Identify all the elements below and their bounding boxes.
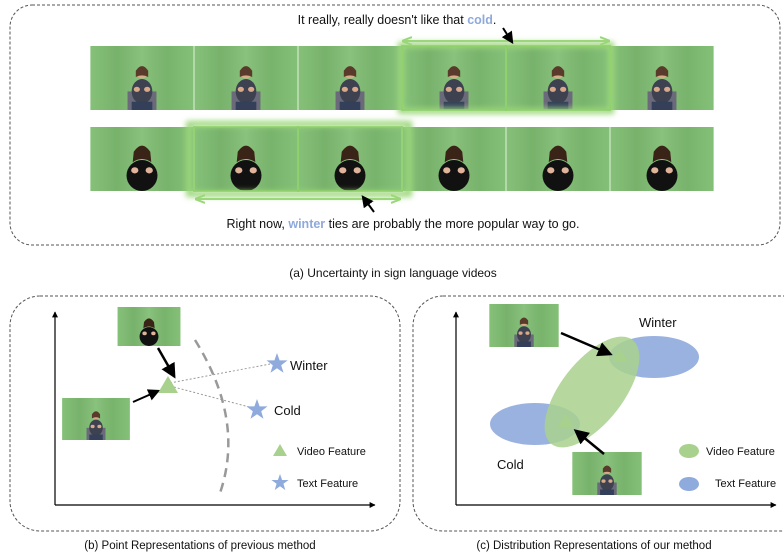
pointer-arrow	[560, 331, 613, 357]
panel-c-border	[412, 295, 784, 532]
legend-video-triangle-icon	[273, 444, 287, 456]
legend-text-label: Text Feature	[715, 478, 776, 490]
decision-boundary	[193, 339, 230, 494]
pointer-arrow-top	[501, 27, 514, 45]
panel-a-label: (a) Uncertainty in sign language videos	[289, 266, 496, 280]
legend-text-ellipse-icon	[679, 477, 699, 491]
video-feature-triangle	[158, 376, 178, 393]
video-frame	[489, 304, 559, 347]
panel-c-label: (c) Distribution Representations of our …	[476, 540, 711, 552]
highlight-box	[297, 126, 403, 192]
video-frame	[90, 46, 194, 110]
video-frame	[117, 307, 181, 346]
legend-text-label: Text Feature	[297, 478, 358, 490]
pointer-arrow	[132, 389, 161, 403]
cold-label: Cold	[274, 403, 301, 418]
video-frame	[610, 127, 714, 191]
panel-b: Winter Cold Video Feature Text Feature	[9, 295, 401, 532]
video-row-bottom	[90, 121, 714, 213]
cold-label: Cold	[497, 457, 524, 472]
video-frame	[402, 46, 506, 110]
video-frame	[298, 127, 402, 191]
video-frame	[506, 127, 610, 191]
video-frame	[62, 398, 130, 440]
highlight-glow	[186, 121, 412, 197]
highlight-box	[505, 45, 611, 111]
video-feature-triangle	[558, 414, 574, 427]
panel-b-border	[9, 295, 401, 532]
video-frame	[610, 46, 714, 110]
link-line	[169, 385, 254, 409]
legend-video-label: Video Feature	[706, 446, 775, 458]
video-frame	[90, 127, 194, 191]
panel-c: Winter Cold Video Feature Text Feature	[412, 295, 784, 532]
link-line	[169, 363, 271, 384]
video-frame	[402, 127, 506, 191]
caption-top-highlight: cold	[467, 13, 493, 27]
winter-label: Winter	[639, 315, 677, 330]
video-frame	[506, 46, 610, 110]
caption-bottom: Right now, winter ties are probably the …	[227, 217, 580, 231]
video-frame	[298, 46, 402, 110]
pointer-arrow-bottom	[361, 195, 375, 213]
panel-a: It really, really doesn't like that cold…	[9, 4, 781, 246]
cold-star-icon	[246, 399, 268, 419]
winter-label: Winter	[290, 358, 328, 373]
panel-b-label: (b) Point Representations of previous me…	[84, 540, 315, 552]
video-frame	[572, 452, 642, 495]
video-feature-triangle	[612, 349, 628, 362]
video-frame	[194, 127, 298, 191]
video-row-top	[90, 27, 714, 114]
caption-top: It really, really doesn't like that cold…	[298, 13, 497, 27]
video-frame	[194, 46, 298, 110]
legend-text-star-icon	[271, 474, 289, 490]
legend-video-label: Video Feature	[297, 446, 366, 458]
pointer-arrow	[573, 429, 605, 455]
pointer-arrow	[156, 347, 176, 379]
panel-a-border	[9, 4, 781, 246]
caption-bottom-highlight: winter	[287, 217, 325, 231]
winter-star-icon	[266, 353, 288, 373]
legend-video-ellipse-icon	[679, 444, 699, 458]
